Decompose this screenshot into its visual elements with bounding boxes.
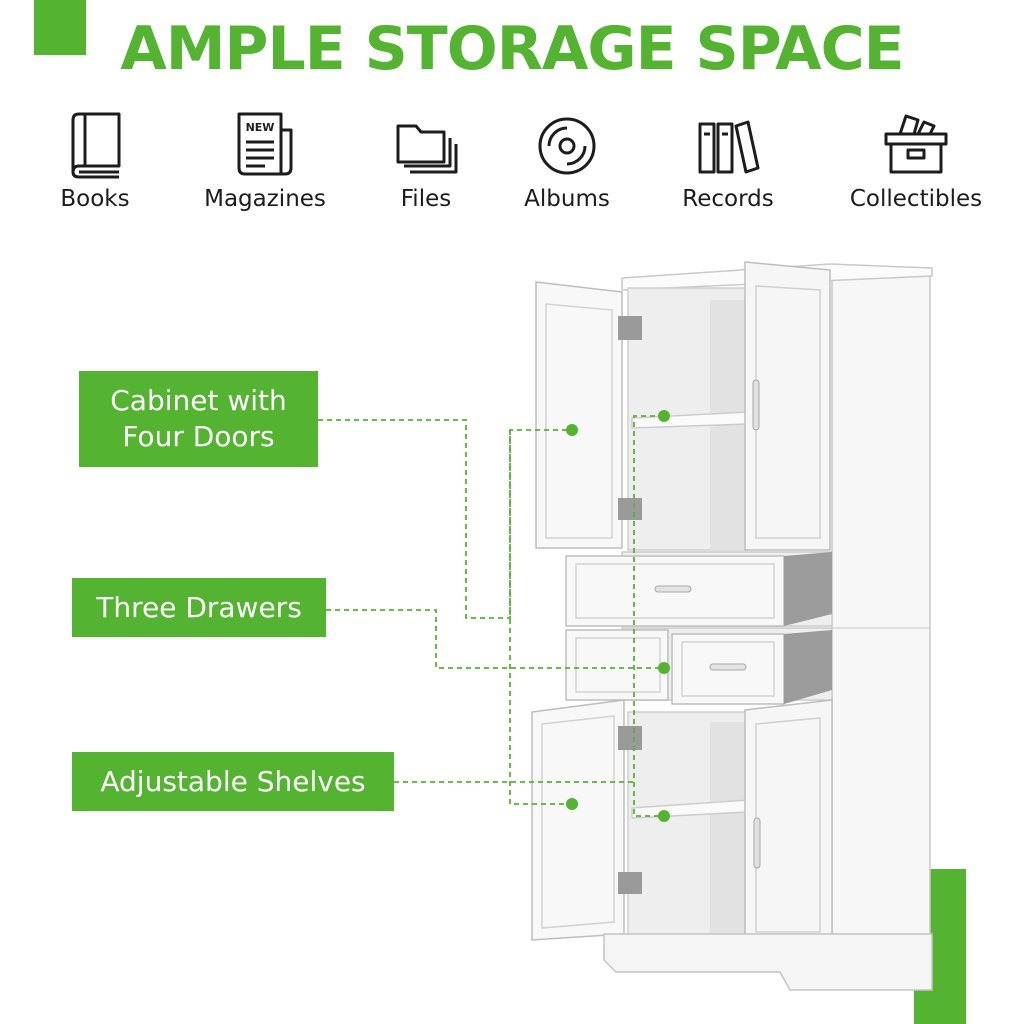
- top-drawer-interior: [784, 552, 832, 626]
- drawer-handle: [709, 663, 747, 671]
- door-handle: [753, 817, 761, 869]
- drawer-handle: [654, 585, 692, 593]
- icon-item-collectibles: Collectibles: [836, 110, 996, 220]
- leader-lines: [318, 415, 664, 817]
- storage-box-icon: [884, 114, 948, 174]
- hinge: [618, 316, 642, 340]
- hinge: [618, 726, 642, 750]
- icon-label: Albums: [524, 186, 610, 212]
- upper-left-door: [535, 281, 623, 549]
- binders-icon: [698, 120, 760, 174]
- folder-icon: [396, 124, 458, 174]
- callout-drawers: Three Drawers: [72, 578, 326, 637]
- cabinet-base: [603, 933, 933, 991]
- icon-item-magazines: NEW Magazines: [185, 110, 345, 220]
- icon-label: Magazines: [204, 186, 326, 212]
- hinge: [618, 872, 642, 894]
- callout-doors: Cabinet with Four Doors: [79, 371, 318, 467]
- book-icon: [71, 112, 121, 179]
- upper-right-door: [744, 261, 831, 551]
- callout-shelves: Adjustable Shelves: [72, 752, 394, 811]
- cabinet-side-panel: [831, 267, 931, 945]
- leader-dots: [566, 410, 670, 822]
- icon-label: Files: [400, 186, 452, 212]
- door-handle: [752, 379, 760, 431]
- disc-icon: [538, 117, 596, 175]
- page-title: AMPLE STORAGE SPACE: [120, 14, 904, 84]
- icon-item-books: Books: [15, 110, 175, 220]
- icon-label: Records: [682, 186, 774, 212]
- hinge: [618, 498, 642, 520]
- icon-item-records: Records: [648, 110, 808, 220]
- newspaper-icon: NEW: [237, 112, 293, 176]
- icon-label: Collectibles: [849, 186, 983, 212]
- lower-left-door: [531, 699, 625, 941]
- new-badge-text: NEW: [246, 121, 275, 134]
- icon-item-albums: Albums: [487, 110, 647, 220]
- corner-accent-top-left: [34, 0, 86, 55]
- icon-label: Books: [60, 186, 130, 212]
- bottom-left-drawer: [565, 629, 669, 701]
- icon-item-files: Files: [346, 110, 506, 220]
